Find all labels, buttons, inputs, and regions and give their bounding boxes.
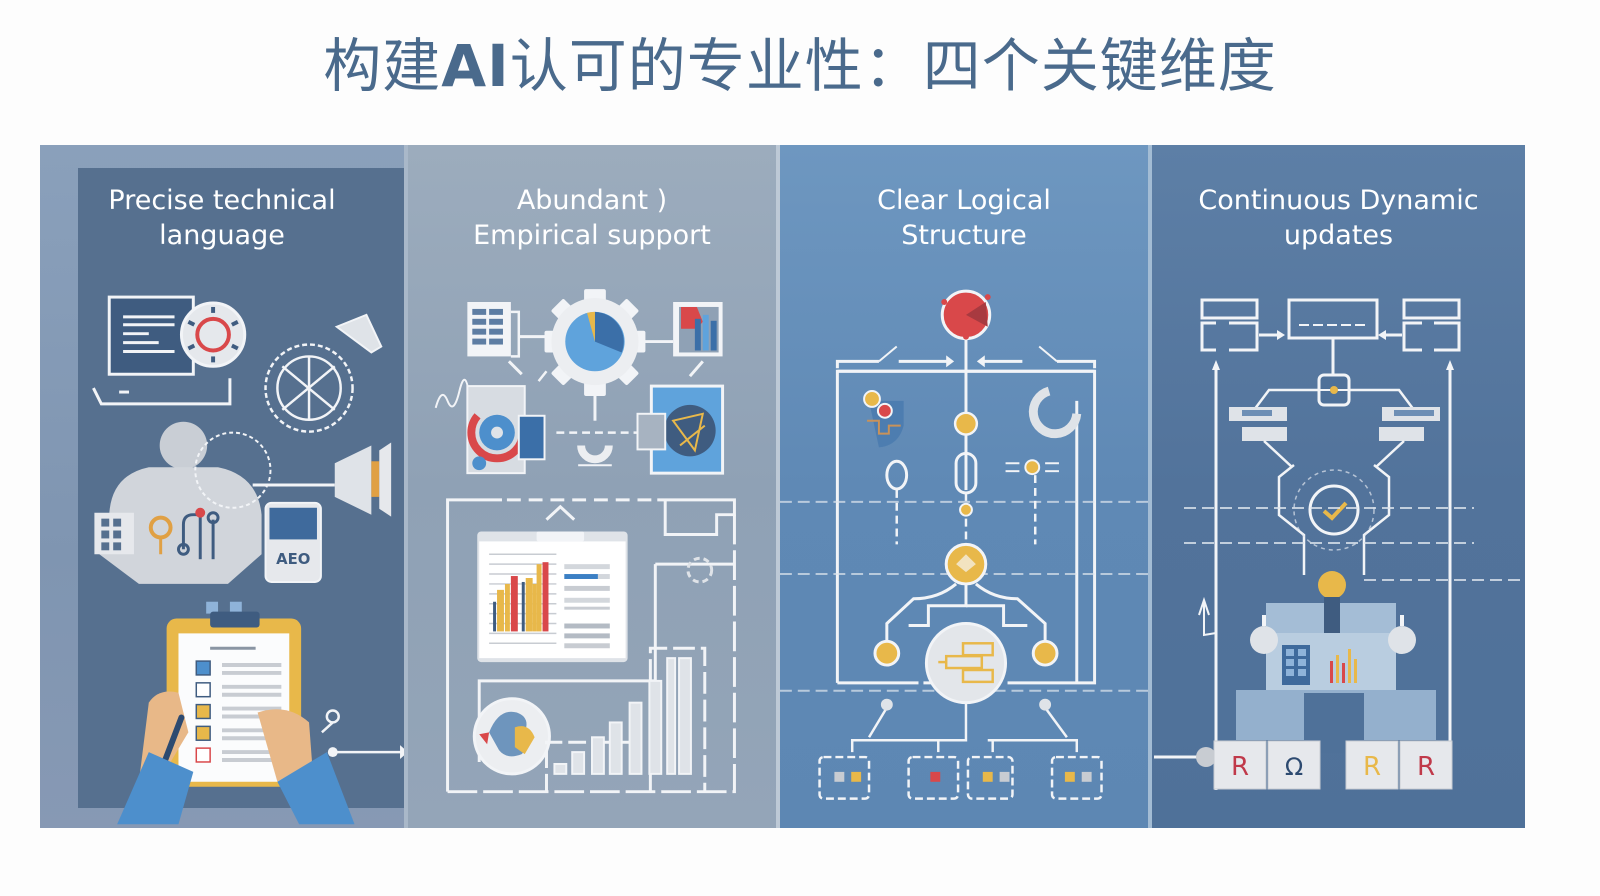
gear-icon bbox=[264, 343, 354, 433]
card-icon: AEO bbox=[264, 501, 322, 583]
title-line-2: Structure bbox=[901, 220, 1027, 251]
engineer-icon bbox=[94, 421, 262, 584]
hierarchy-icon bbox=[873, 542, 1059, 667]
megaphone-icon bbox=[252, 442, 392, 517]
title-suffix: 认可的专业性：四个关键维度 bbox=[509, 32, 1277, 100]
bottom-nodes bbox=[818, 755, 1103, 800]
dynamic-updates-illustration: R Ω R R bbox=[1154, 298, 1523, 790]
key-label: R bbox=[1363, 752, 1381, 782]
machine-icon bbox=[1236, 571, 1436, 753]
title-line-2: updates bbox=[1283, 220, 1394, 251]
module-icon bbox=[924, 622, 1008, 705]
title-line-2: Empirical support bbox=[473, 220, 711, 251]
card-text: AEO bbox=[276, 551, 310, 568]
yellow-node bbox=[953, 411, 979, 436]
panel-title: Continuous Dynamic updates bbox=[1152, 183, 1525, 253]
growth-bars-icon bbox=[545, 646, 707, 792]
ruler-icon bbox=[334, 313, 383, 354]
panel-abundant-empirical-support: Abundant ) Empirical support bbox=[408, 145, 780, 828]
logical-structure-illustration bbox=[780, 289, 1148, 800]
spreadsheet-icon bbox=[467, 302, 549, 376]
magnet-icon bbox=[577, 445, 613, 464]
circuit-shield-icon bbox=[863, 390, 904, 448]
clipboard-checklist-icon bbox=[117, 601, 355, 825]
flow-lines bbox=[446, 498, 736, 794]
panel-title: Abundant ) Empirical support bbox=[408, 183, 776, 253]
title-ai: AI bbox=[441, 32, 510, 100]
panel-title: Clear Logical Structure bbox=[780, 183, 1148, 253]
sync-hub-icon bbox=[1229, 373, 1440, 441]
key-label: Ω bbox=[1285, 753, 1303, 781]
page-title: 构建AI认可的专业性：四个关键维度 bbox=[0, 28, 1600, 104]
signature-scribble bbox=[434, 378, 471, 409]
key-label: R bbox=[1231, 752, 1249, 782]
panel-precise-technical-language: Precise technical language bbox=[40, 145, 408, 828]
red-node-icon bbox=[940, 289, 992, 341]
checkmark-icon bbox=[1308, 484, 1360, 536]
title-line-2: language bbox=[159, 220, 285, 251]
gear-outline-icon bbox=[194, 431, 272, 509]
refresh-icon bbox=[686, 556, 714, 584]
donut-chart-icon bbox=[466, 385, 546, 475]
gauge-icon bbox=[179, 301, 247, 368]
dashboard-icon bbox=[477, 504, 628, 663]
trend-sketch bbox=[1198, 596, 1217, 637]
key-row: R Ω R R bbox=[1213, 740, 1453, 790]
panel-title: Precise technical language bbox=[40, 183, 404, 253]
map-icon bbox=[472, 697, 551, 776]
circuit-icon bbox=[181, 513, 215, 560]
title-line-1: Continuous Dynamic bbox=[1198, 185, 1479, 216]
title-line-1: Clear Logical bbox=[877, 185, 1051, 216]
key-label: R bbox=[1417, 752, 1435, 782]
pie-chart-gear-icon bbox=[544, 289, 646, 396]
title-line-1: Abundant ) bbox=[516, 185, 668, 216]
cycle-diagram-icon bbox=[1200, 298, 1461, 790]
loading-arc-icon bbox=[1028, 386, 1082, 439]
panel-clear-logical-structure: Clear Logical Structure bbox=[780, 145, 1152, 828]
bar-chart-icon bbox=[673, 302, 723, 378]
dimensions-board: Precise technical language bbox=[40, 145, 1525, 828]
panel-continuous-dynamic-updates: Continuous Dynamic updates bbox=[1152, 145, 1525, 828]
globe-icon bbox=[636, 384, 725, 475]
connector-arrow bbox=[321, 709, 404, 760]
empirical-support-illustration bbox=[434, 289, 736, 794]
title-line-1: Precise technical bbox=[108, 185, 336, 216]
technical-language-illustration: AEO bbox=[92, 295, 404, 825]
title-prefix: 构建 bbox=[323, 32, 442, 100]
